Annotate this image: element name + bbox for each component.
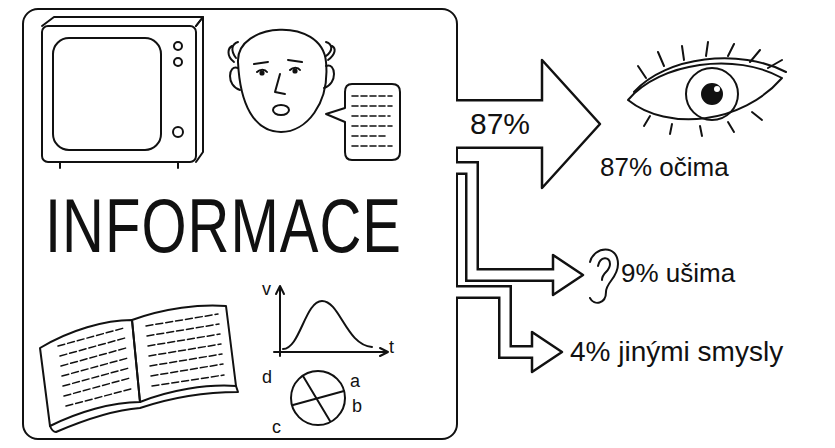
sense-label: 4% jinými smysly [570, 338, 783, 366]
television-drawing-part [173, 127, 183, 137]
book-drawing-part [58, 328, 131, 406]
pie-label: b [352, 397, 362, 415]
ear-drawing [590, 250, 618, 303]
eye-target: 87% očima [600, 48, 800, 200]
face-drawing-part [275, 74, 285, 94]
arrow-outline [458, 292, 532, 352]
pie-drawing-part [291, 371, 345, 425]
arrow-inner [454, 168, 556, 275]
face-drawing-part [273, 105, 289, 115]
arrow-inner [454, 292, 535, 352]
percent-label: 87% [470, 109, 530, 139]
face-drawing-part [293, 69, 296, 72]
graph-drawing-part [274, 348, 388, 356]
ear-drawing-part [590, 250, 618, 303]
box-title: INFORMACE [45, 188, 402, 263]
pie-drawing-part [293, 376, 344, 421]
graph-drawing [274, 286, 388, 356]
television-drawing-part [174, 58, 182, 66]
television-drawing-part [42, 26, 196, 162]
television-drawing-part [174, 42, 182, 50]
pie-label: d [262, 368, 272, 386]
sense-label: 9% ušima [621, 260, 735, 286]
eye-drawing-part [686, 68, 738, 120]
eye-drawing-part [714, 86, 720, 92]
book-drawing-part [146, 314, 224, 386]
face-drawing-part [238, 30, 326, 132]
speech-bubble-part [326, 84, 400, 160]
speech-bubble-part [352, 96, 392, 146]
face-drawing-part [254, 60, 302, 64]
sense-label: 87% očima [600, 154, 729, 180]
axis-label: t [389, 338, 394, 356]
arrow-inner [454, 102, 545, 147]
eye-drawing [628, 42, 786, 136]
eye-drawing-part [644, 112, 762, 136]
book-drawing-part [132, 306, 236, 402]
face-drawing-part [324, 66, 334, 88]
hollow-arrow [454, 292, 562, 372]
television-drawing-part [53, 38, 161, 150]
book-drawing [40, 306, 238, 432]
hollow-arrow [454, 168, 583, 295]
arrow-outline [458, 168, 553, 275]
pie-label: c [272, 418, 281, 436]
speech-bubble [326, 84, 400, 160]
eye-drawing-part [628, 64, 782, 120]
arrow-outline [458, 99, 542, 149]
ear-target: 9% ušima [583, 246, 763, 304]
television-drawing-part [42, 17, 203, 26]
graph-drawing-part [276, 286, 284, 356]
television-drawing-part [60, 162, 178, 168]
graph-drawing-part [283, 301, 372, 349]
eye-drawing-part [702, 84, 722, 104]
pie-label: a [350, 372, 360, 390]
other-senses-target: 4% jinými smysly [562, 328, 830, 376]
ear-drawing-part [598, 258, 610, 280]
television-drawing-part [196, 17, 203, 162]
face-drawing-part [229, 42, 239, 62]
information-box: INFORMACE [22, 8, 458, 440]
arrow-head [532, 332, 562, 372]
face-drawing [229, 30, 335, 132]
arrow-head [542, 60, 600, 188]
face-drawing-part [260, 71, 263, 74]
axis-label: v [262, 280, 271, 298]
face-drawing-part [230, 68, 240, 90]
face-drawing-part [326, 42, 335, 60]
pie-drawing [291, 371, 345, 425]
arrow-head [553, 255, 583, 295]
eye-drawing-part [638, 42, 782, 78]
television-drawing [42, 17, 203, 168]
hollow-arrow [454, 60, 600, 188]
